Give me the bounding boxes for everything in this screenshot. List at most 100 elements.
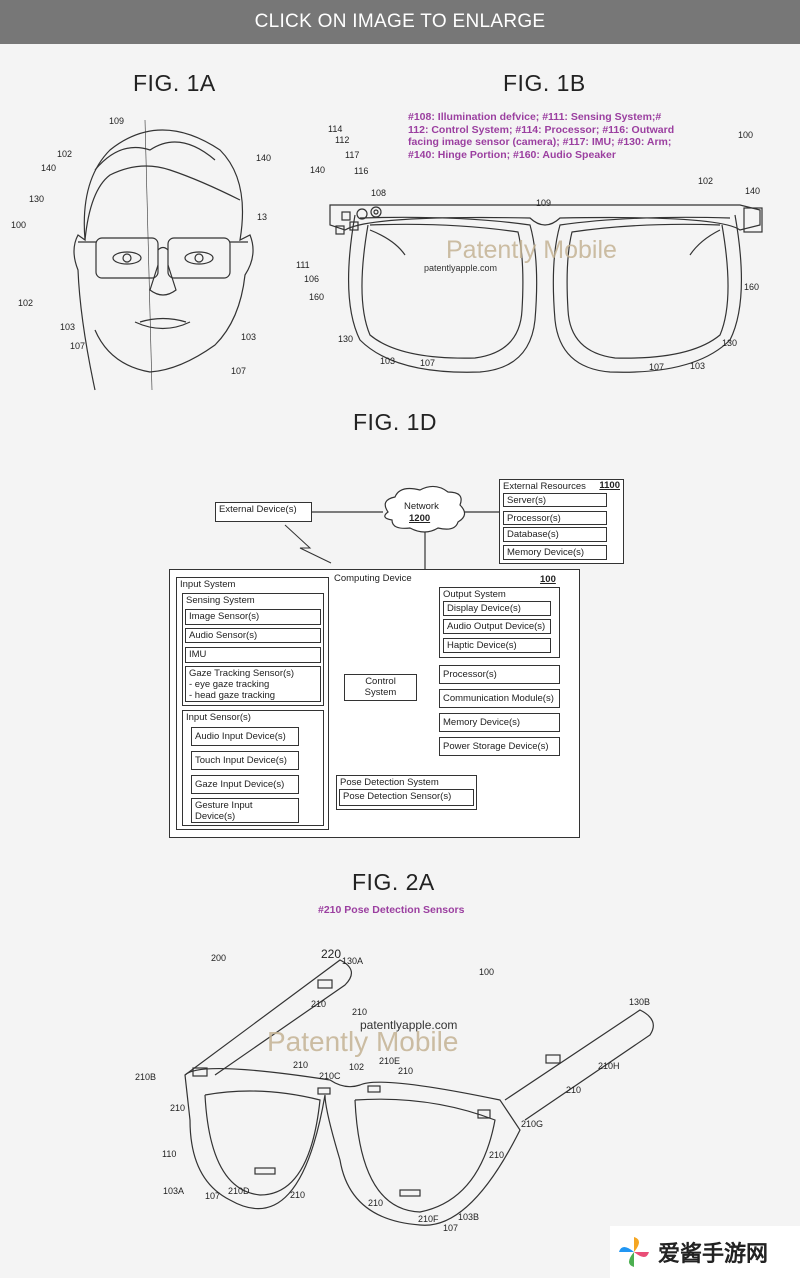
fig-1d-title: FIG. 1D bbox=[353, 409, 438, 435]
ref-label: 107 bbox=[231, 366, 247, 376]
ref-label: 100 bbox=[738, 130, 754, 140]
ref-label: 200 bbox=[211, 953, 227, 963]
gaze-line: - head gaze tracking bbox=[189, 690, 276, 701]
ref-label: 210D bbox=[228, 1186, 250, 1196]
ref-label: 140 bbox=[41, 163, 57, 173]
computing-device-title: Computing Device bbox=[334, 573, 412, 584]
communication-module-box: Communication Module(s) bbox=[439, 689, 560, 708]
fig-1a-title: FIG. 1A bbox=[133, 70, 216, 96]
image-sensor-box: Image Sensor(s) bbox=[185, 609, 321, 625]
ref-label: 103B bbox=[458, 1212, 480, 1222]
audio-output-device-box: Audio Output Device(s) bbox=[443, 619, 551, 634]
ref-label: 102 bbox=[57, 149, 73, 159]
ref-label: 107 bbox=[70, 341, 86, 351]
note-line: 112: Control System; #114: Processor; #1… bbox=[408, 123, 675, 136]
network-label: Network bbox=[404, 501, 439, 512]
ref-label: 110 bbox=[162, 1149, 177, 1159]
ref-label: 210E bbox=[379, 1056, 401, 1066]
fig-2a-title: FIG. 2A bbox=[352, 869, 435, 895]
audio-input-device-box: Audio Input Device(s) bbox=[191, 727, 299, 746]
touch-input-device-box: Touch Input Device(s) bbox=[191, 751, 299, 770]
ref-label: 107 bbox=[649, 362, 665, 372]
site-logo[interactable]: 爱酱手游网 bbox=[610, 1226, 800, 1278]
ref-label: 160 bbox=[744, 282, 760, 292]
resource-memory: Memory Device(s) bbox=[503, 545, 607, 560]
ref-label: 140 bbox=[256, 153, 272, 163]
ref-label: 130B bbox=[629, 997, 651, 1007]
power-storage-device-box: Power Storage Device(s) bbox=[439, 737, 560, 756]
gaze-line: - eye gaze tracking bbox=[189, 679, 270, 690]
pose-detection-sensor-box: Pose Detection Sensor(s) bbox=[339, 789, 474, 806]
ref-label: 103A bbox=[163, 1186, 185, 1196]
ref-label: 160 bbox=[309, 292, 325, 302]
ref-label: 210 bbox=[489, 1150, 505, 1160]
ref-label: 102 bbox=[18, 298, 34, 308]
ref-label: 210 bbox=[398, 1066, 414, 1076]
external-resources-title: External Resources bbox=[503, 481, 586, 492]
ref-label: 210 bbox=[293, 1060, 309, 1070]
note-line: #108: Illumination defvice; #111: Sensin… bbox=[408, 111, 662, 123]
fig-1b-legend-note: #108: Illumination defvice; #111: Sensin… bbox=[408, 111, 674, 161]
network-number: 1200 bbox=[409, 513, 431, 524]
external-resources-number: 1100 bbox=[599, 480, 620, 491]
external-devices-box: External Device(s) bbox=[215, 502, 312, 522]
ref-label: 117 bbox=[345, 150, 360, 160]
ref-label: 102 bbox=[349, 1062, 365, 1072]
watermark: Patently Mobile bbox=[446, 236, 617, 264]
site-logo-text: 爱酱手游网 bbox=[658, 1241, 769, 1266]
ref-label: 109 bbox=[109, 116, 125, 126]
glasses-perspective-drawing bbox=[184, 959, 654, 1226]
control-system-box: Control System bbox=[344, 674, 417, 701]
ref-label: 109 bbox=[536, 198, 552, 208]
ref-label: 210G bbox=[521, 1119, 544, 1129]
ref-label: 220 bbox=[321, 947, 342, 961]
glasses-side-drawing bbox=[329, 204, 763, 373]
ref-label: 210 bbox=[290, 1190, 306, 1200]
ref-label: 107 bbox=[443, 1223, 459, 1233]
ref-label: 108 bbox=[371, 188, 387, 198]
ref-label: 210 bbox=[566, 1085, 582, 1095]
ref-label: 103 bbox=[380, 356, 396, 366]
face-drawing bbox=[73, 119, 254, 391]
imu-box: IMU bbox=[185, 647, 321, 663]
haptic-device-box: Haptic Device(s) bbox=[443, 638, 551, 653]
gaze-line: Gaze Tracking Sensor(s) bbox=[189, 668, 295, 679]
ref-label: 100 bbox=[11, 220, 27, 230]
enlarge-image-banner[interactable]: CLICK ON IMAGE TO ENLARGE bbox=[0, 0, 800, 44]
gesture-line: Gesture Input bbox=[195, 800, 253, 811]
ref-label: 140 bbox=[310, 165, 326, 175]
gesture-input-device-box: Gesture Input Device(s) bbox=[191, 798, 299, 823]
control-line: Control bbox=[365, 676, 396, 687]
resource-processor: Processor(s) bbox=[503, 511, 607, 525]
ref-label: 210 bbox=[368, 1198, 384, 1208]
gaze-input-device-box: Gaze Input Device(s) bbox=[191, 775, 299, 794]
ref-label: 210H bbox=[598, 1061, 620, 1071]
gaze-tracking-sensor-box: Gaze Tracking Sensor(s) - eye gaze track… bbox=[185, 666, 321, 702]
ref-label: 102 bbox=[698, 176, 714, 186]
fig-2a-note: #210 Pose Detection Sensors bbox=[318, 904, 465, 916]
resource-database: Database(s) bbox=[503, 527, 607, 542]
ref-label: 116 bbox=[354, 166, 369, 176]
ref-label: 13 bbox=[257, 212, 268, 222]
ref-label: 210 bbox=[311, 999, 327, 1009]
ref-label: 114 bbox=[328, 124, 343, 134]
ref-label: 103 bbox=[60, 322, 76, 332]
ref-label: 210 bbox=[170, 1103, 186, 1113]
ref-label: 210B bbox=[135, 1072, 157, 1082]
ref-label: 107 bbox=[205, 1191, 221, 1201]
fig-1b-title: FIG. 1B bbox=[503, 70, 586, 96]
pinwheel-logo-icon bbox=[619, 1237, 649, 1267]
ref-label: 210F bbox=[418, 1214, 439, 1224]
display-device-box: Display Device(s) bbox=[443, 601, 551, 616]
ref-label: 107 bbox=[420, 358, 436, 368]
ref-label: 111 bbox=[296, 260, 310, 270]
ref-label: 112 bbox=[335, 135, 350, 145]
control-line: System bbox=[364, 687, 397, 698]
ref-label: 106 bbox=[304, 274, 320, 284]
memory-device-box: Memory Device(s) bbox=[439, 713, 560, 732]
ref-label: 210 bbox=[352, 1007, 368, 1017]
gesture-line: Device(s) bbox=[195, 811, 236, 822]
ref-label: 140 bbox=[745, 186, 761, 196]
